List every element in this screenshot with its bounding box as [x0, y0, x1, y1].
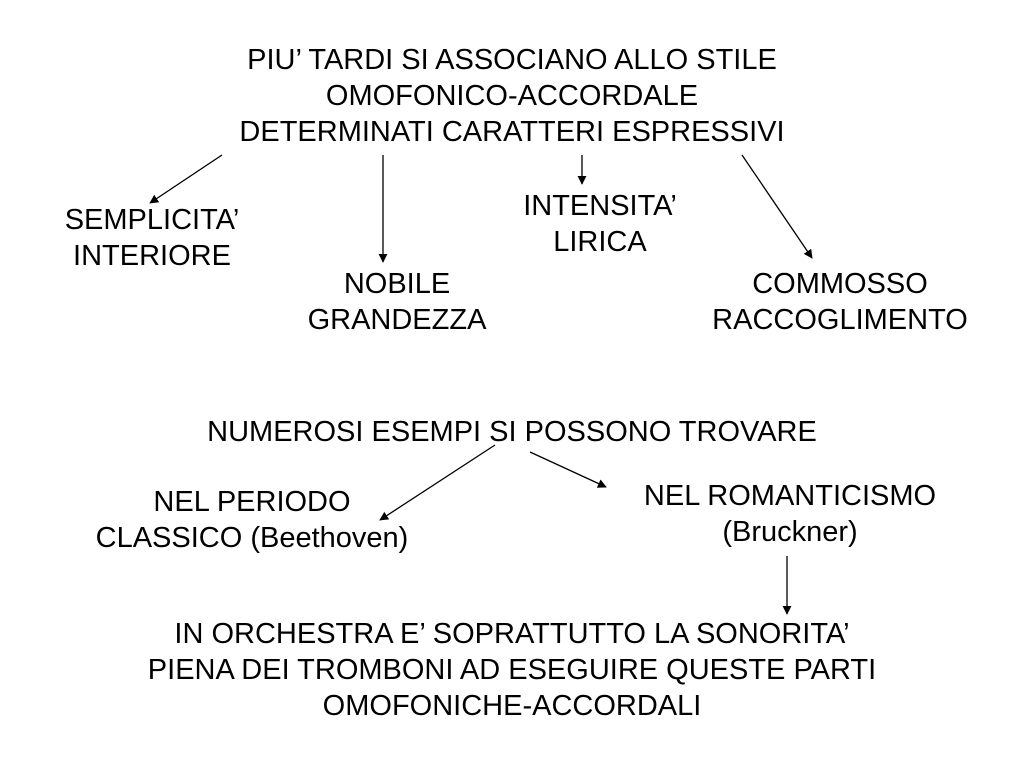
nobile-node: NOBILE GRANDEZZA: [267, 266, 527, 338]
orchestra-line-3: OMOFONICHE-ACCORDALI: [322, 690, 702, 722]
nobile-line-2: GRANDEZZA: [307, 304, 487, 336]
intensita-line-2: LIRICA: [553, 226, 647, 258]
nobile-line-1: NOBILE: [343, 268, 451, 300]
top-heading-line-3: DETERMINATI CARATTERI ESPRESSIVI: [239, 116, 785, 148]
examples-heading-text: NUMEROSI ESEMPI SI POSSONO TROVARE: [207, 416, 817, 448]
top-heading: PIU’ TARDI SI ASSOCIANO ALLO STILE OMOFO…: [112, 42, 912, 150]
intensita-line-1: INTENSITA’: [523, 190, 677, 222]
semplicita-line-1: SEMPLICITA’: [64, 204, 240, 236]
arrow-to-semplicita: [149, 154, 223, 204]
romanticismo-line-1: NEL ROMANTICISMO: [643, 480, 937, 512]
arrow-to-romanticismo: [529, 451, 607, 488]
examples-heading: NUMEROSI ESEMPI SI POSSONO TROVARE: [112, 414, 912, 450]
semplicita-node: SEMPLICITA’ INTERIORE: [22, 202, 282, 274]
romanticismo-line-2: (Bruckner): [722, 516, 858, 548]
commosso-line-2: RACCOGLIMENTO: [712, 304, 968, 336]
top-heading-line-1: PIU’ TARDI SI ASSOCIANO ALLO STILE: [247, 44, 777, 76]
orchestra-line-2: PIENA DEI TROMBONI AD ESEGUIRE QUESTE PA…: [147, 654, 877, 686]
orchestra-line-1: IN ORCHESTRA E’ SOPRATTUTTO LA SONORITA’: [174, 618, 850, 650]
intensita-node: INTENSITA’ LIRICA: [470, 188, 730, 260]
arrow-to-classico: [379, 444, 496, 521]
classico-line-2: CLASSICO (Beethoven): [95, 522, 409, 554]
commosso-line-1: COMMOSSO: [752, 268, 928, 300]
commosso-node: COMMOSSO RACCOGLIMENTO: [680, 266, 1000, 338]
arrow-to-commosso: [741, 154, 813, 259]
orchestra-node: IN ORCHESTRA E’ SOPRATTUTTO LA SONORITA’…: [62, 616, 962, 724]
classico-node: NEL PERIODO CLASSICO (Beethoven): [52, 484, 452, 556]
romanticismo-node: NEL ROMANTICISMO (Bruckner): [590, 478, 990, 550]
top-heading-line-2: OMOFONICO-ACCORDALE: [325, 80, 699, 112]
classico-line-1: NEL PERIODO: [153, 486, 351, 518]
semplicita-line-2: INTERIORE: [73, 240, 231, 272]
